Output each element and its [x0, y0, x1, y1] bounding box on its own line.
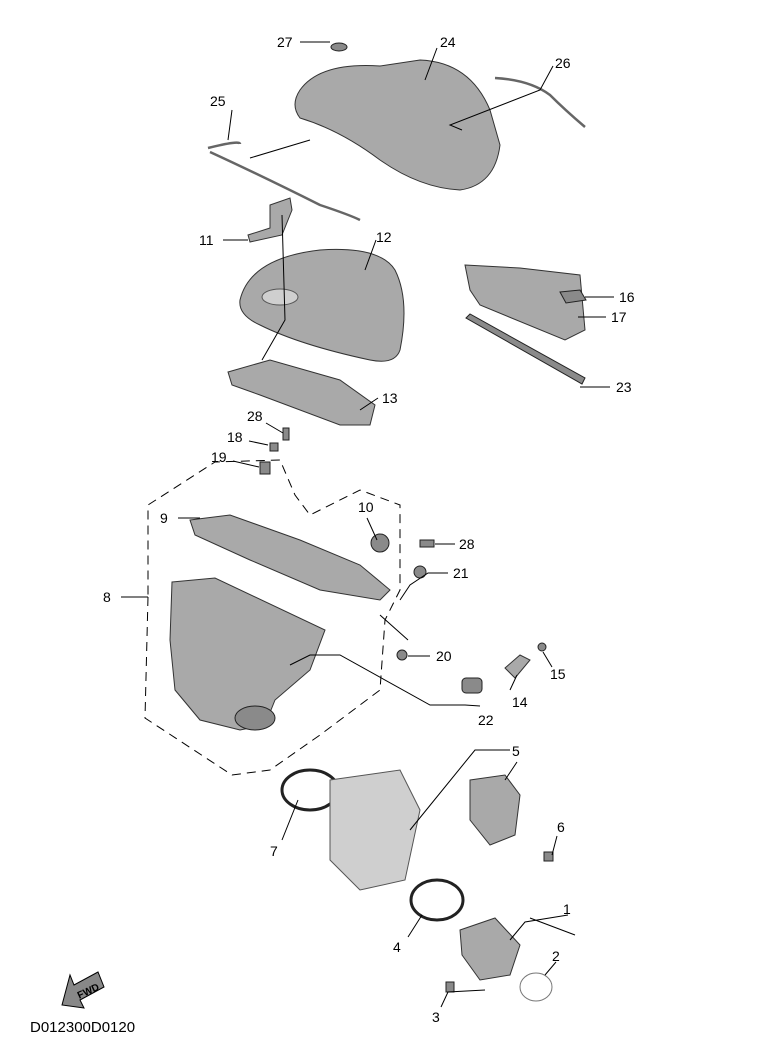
- callout-8[interactable]: 8: [103, 589, 111, 605]
- part-22-grommet[interactable]: [461, 677, 483, 694]
- part-17-duct[interactable]: [464, 264, 586, 341]
- callout-28b[interactable]: 28: [459, 536, 475, 552]
- callout-11[interactable]: 11: [199, 232, 214, 248]
- part-24-cover[interactable]: [294, 59, 501, 191]
- callout-labels: 27 24 26 25 11 12 16 17 23 13 28 18 19 9…: [103, 34, 635, 1025]
- part-27-plug[interactable]: [330, 42, 348, 52]
- part-12-hole: [261, 288, 299, 306]
- callout-2[interactable]: 2: [552, 948, 560, 964]
- part-3-screw[interactable]: [445, 981, 455, 993]
- callout-12[interactable]: 12: [376, 229, 392, 245]
- callout-28[interactable]: 28: [247, 408, 263, 424]
- part-18-collar[interactable]: [269, 442, 279, 452]
- part-10-damper[interactable]: [370, 533, 390, 553]
- part-9-cap[interactable]: [189, 514, 391, 601]
- callout-4[interactable]: 4: [393, 939, 401, 955]
- callout-13[interactable]: 13: [382, 390, 398, 406]
- part-21-collar[interactable]: [413, 565, 427, 579]
- callout-10[interactable]: 10: [358, 499, 374, 515]
- part-26-hose[interactable]: [494, 76, 586, 128]
- callout-3[interactable]: 3: [432, 1009, 440, 1025]
- callout-14[interactable]: 14: [512, 694, 528, 710]
- callout-20[interactable]: 20: [436, 648, 452, 664]
- callout-15[interactable]: 15: [550, 666, 566, 682]
- throttle-body: [329, 769, 421, 891]
- part-28b-bolt[interactable]: [419, 539, 435, 548]
- part-19-grommet[interactable]: [259, 461, 271, 475]
- leader-lines: [121, 41, 614, 1008]
- part-13-filter[interactable]: [227, 359, 376, 426]
- fwd-arrow-icon: FWD: [61, 971, 105, 1009]
- part-1-joint[interactable]: [459, 917, 521, 981]
- part-12-cover[interactable]: [239, 248, 405, 362]
- callout-1[interactable]: 1: [563, 901, 571, 917]
- part-28-bolt[interactable]: [282, 427, 290, 441]
- part-20-clip[interactable]: [396, 649, 408, 661]
- callout-19[interactable]: 19: [211, 449, 227, 465]
- callout-22[interactable]: 22: [478, 712, 494, 728]
- callout-21[interactable]: 21: [453, 565, 469, 581]
- part-25-hose[interactable]: [207, 141, 361, 222]
- callout-5[interactable]: 5: [512, 743, 520, 759]
- part-14-sensor[interactable]: [504, 654, 531, 679]
- part-16-clip[interactable]: [559, 289, 587, 304]
- part-2-band[interactable]: [519, 972, 553, 1002]
- part-6-bolt[interactable]: [543, 851, 554, 862]
- callout-27[interactable]: 27: [277, 34, 293, 50]
- callout-16[interactable]: 16: [619, 289, 635, 305]
- part-15-screw[interactable]: [537, 642, 547, 652]
- part-4-clamp[interactable]: [409, 878, 465, 922]
- callout-26[interactable]: 26: [555, 55, 571, 71]
- callout-25[interactable]: 25: [210, 93, 226, 109]
- callout-6[interactable]: 6: [557, 819, 565, 835]
- callout-24[interactable]: 24: [440, 34, 456, 50]
- callout-23[interactable]: 23: [616, 379, 632, 395]
- callout-7[interactable]: 7: [270, 843, 278, 859]
- callout-18[interactable]: 18: [227, 429, 243, 445]
- part-5-cover[interactable]: [469, 774, 521, 846]
- callout-17[interactable]: 17: [611, 309, 627, 325]
- diagram-code: D012300D0120: [30, 1019, 135, 1036]
- part-11-bracket[interactable]: [247, 197, 293, 243]
- part-8-inlet[interactable]: [234, 705, 276, 731]
- callout-9[interactable]: 9: [160, 510, 168, 526]
- part-23-seal[interactable]: [465, 313, 586, 385]
